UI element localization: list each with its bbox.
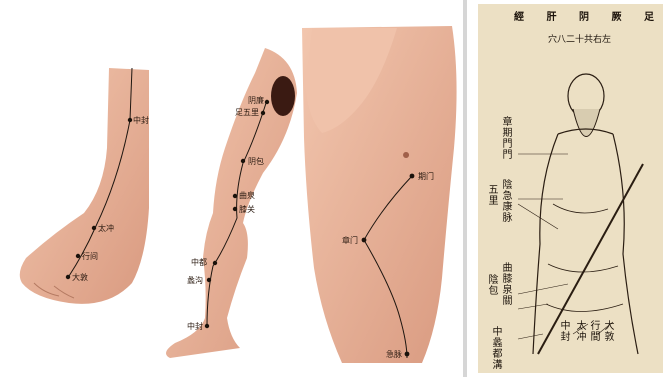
point-dot [362, 238, 367, 243]
classic-label: 大敦 [602, 320, 613, 344]
figure-body [533, 129, 638, 354]
leg-illustration [155, 18, 300, 363]
label-leader-lines [518, 154, 613, 339]
point-label: 中封 [187, 322, 203, 331]
point-dot [233, 194, 237, 198]
point-label: 阴廉 [248, 96, 264, 105]
classic-panel: 足 厥 阴 肝 經 左右共十二八穴 章期門門 陰急康脉 五里 曲膝泉關 陰包 中… [478, 4, 663, 373]
point-label: 足五里 [235, 108, 259, 117]
point-dot [213, 261, 217, 265]
point-dot [233, 207, 237, 211]
point-dot [241, 159, 245, 163]
leg-panel: 阴廉 足五里 阴包 曲泉 膝关 中都 蠡沟 中封 [155, 18, 300, 363]
point-label: 中都 [191, 258, 207, 267]
point-dot [205, 324, 209, 328]
classic-label: 陰包 [486, 274, 497, 298]
point-label: 中封 [133, 116, 149, 125]
nipple [403, 152, 409, 158]
point-label: 期门 [418, 172, 434, 181]
panel-divider [463, 0, 467, 377]
point-label: 膝关 [239, 205, 255, 214]
point-label: 大敦 [72, 273, 88, 282]
classic-label: 太冲 [574, 320, 585, 344]
torso-panel: 期门 章门 急脉 [302, 18, 462, 368]
point-label: 蠡沟 [187, 276, 203, 285]
point-label: 太冲 [98, 224, 114, 233]
classic-label: 曲膝泉關 [500, 262, 511, 306]
classic-label: 中蠡都溝 [490, 326, 501, 370]
classic-label: 五里 [486, 184, 497, 208]
point-dot [207, 278, 211, 282]
point-dot [92, 226, 96, 230]
point-label: 阴包 [248, 157, 264, 166]
point-dot [405, 352, 410, 357]
point-dot [76, 254, 80, 258]
point-label: 章门 [342, 236, 358, 245]
point-label: 曲泉 [239, 191, 255, 200]
torso-illustration [302, 18, 462, 368]
classic-label: 行間 [588, 320, 599, 344]
classic-label: 中封 [558, 320, 569, 344]
foot-shape [20, 68, 149, 304]
point-label: 急脉 [386, 350, 402, 359]
point-dot [265, 100, 269, 104]
classic-label: 章期門門 [500, 116, 511, 160]
point-dot [66, 275, 70, 279]
classic-label: 陰急康脉 [500, 179, 511, 223]
foot-panel: 中封 太冲 行间 大敦 [14, 58, 150, 318]
point-dot [410, 174, 415, 179]
point-label: 行间 [82, 252, 98, 261]
point-dot [128, 118, 132, 122]
point-dot [261, 111, 265, 115]
genital-shadow [271, 76, 295, 116]
figure-beard [573, 109, 600, 137]
